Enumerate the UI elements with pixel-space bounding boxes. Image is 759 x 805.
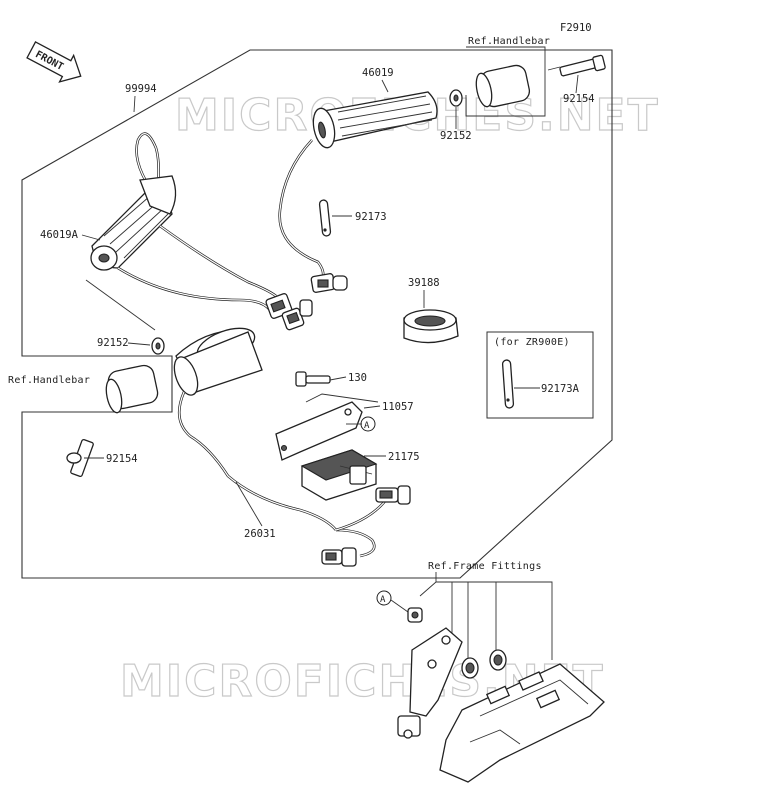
- part-39188: 39188: [408, 277, 440, 289]
- part-92154-right: 92154: [563, 93, 595, 105]
- ref-handlebar-left: Ref.Handlebar: [8, 375, 90, 386]
- assembly-outline: [21, 49, 613, 579]
- part-26031: 26031: [244, 528, 276, 540]
- part-92173: 92173: [355, 211, 387, 223]
- part-92152-left: 92152: [97, 337, 129, 349]
- controller-21175: [300, 449, 378, 501]
- part-130: 130: [348, 372, 367, 384]
- part-92154-left: 92154: [106, 453, 138, 465]
- ref-handlebar-top: Ref.Handlebar: [468, 36, 550, 47]
- part-21175: 21175: [388, 451, 420, 463]
- connector-right-grip: [310, 273, 348, 293]
- connector-left-grip: [265, 293, 313, 331]
- cable-tie-92173: [318, 199, 332, 237]
- part-92152-right: 92152: [440, 130, 472, 142]
- bracket-11057: [275, 401, 363, 461]
- bolt-92154-right: [559, 54, 606, 77]
- ref-variant: (for ZR900E): [494, 337, 570, 348]
- svg-text:A: A: [364, 421, 370, 431]
- bar-end-weight-right: [475, 64, 531, 108]
- front-arrow-icon: FRONT: [26, 41, 82, 83]
- frame-tray: [439, 663, 605, 783]
- diagram-code: F2910: [560, 22, 592, 34]
- part-99994: 99994: [125, 83, 157, 95]
- frame-bracket: [397, 627, 463, 739]
- ref-frame-fittings: Ref.Frame Fittings: [428, 561, 542, 572]
- bolt-92154-left: [66, 438, 94, 478]
- part-11057: 11057: [382, 401, 414, 413]
- part-46019A: 46019A: [40, 229, 79, 241]
- harness-connector-a: [375, 485, 411, 505]
- rubber-damper-1: [461, 657, 479, 679]
- heated-grip-right: [312, 91, 438, 149]
- rubber-damper-2: [489, 649, 507, 671]
- grommet-39188: [403, 309, 459, 344]
- cable-tie-92173A: [501, 359, 515, 409]
- part-46019: 46019: [362, 67, 394, 79]
- svg-text:A: A: [380, 595, 386, 605]
- harness-connector-b: [321, 547, 357, 567]
- callout-a-lower: [376, 590, 392, 606]
- heated-grip-left-46019A: [90, 175, 177, 271]
- heater-controller-canister: [173, 327, 263, 396]
- part-92173A: 92173A: [541, 383, 580, 395]
- collar: [407, 607, 423, 623]
- bar-end-weight-left: [105, 364, 159, 414]
- bolt-130: [295, 371, 331, 387]
